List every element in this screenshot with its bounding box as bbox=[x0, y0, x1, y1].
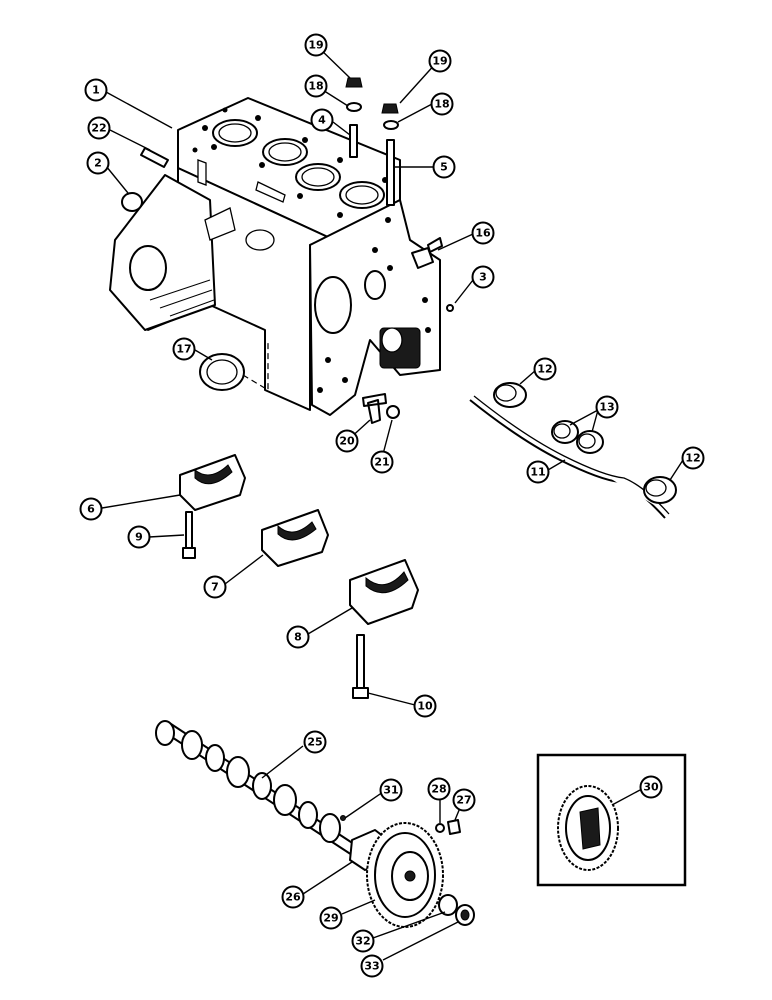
camshaft-key bbox=[340, 815, 346, 821]
callout-12-top: 12 bbox=[533, 357, 557, 381]
callout-27: 27 bbox=[452, 788, 476, 812]
svg-text:12: 12 bbox=[537, 363, 552, 376]
callout-20: 20 bbox=[335, 429, 359, 453]
svg-text:1: 1 bbox=[92, 84, 100, 97]
callout-3: 3 bbox=[471, 265, 495, 289]
long-stud-assembly bbox=[381, 103, 399, 206]
expansion-plug-large bbox=[199, 340, 269, 392]
callout-2: 2 bbox=[86, 151, 110, 175]
callout-18-right: 18 bbox=[430, 92, 454, 116]
svg-text:17: 17 bbox=[176, 343, 191, 356]
svg-text:18: 18 bbox=[434, 98, 449, 111]
svg-text:8: 8 bbox=[294, 631, 302, 644]
svg-text:16: 16 bbox=[475, 227, 491, 240]
short-stud-assembly bbox=[345, 77, 363, 158]
callout-21: 21 bbox=[370, 450, 394, 474]
callout-31: 31 bbox=[379, 778, 403, 802]
svg-text:22: 22 bbox=[91, 122, 106, 135]
svg-text:5: 5 bbox=[440, 161, 448, 174]
svg-text:13: 13 bbox=[599, 401, 614, 414]
cylinder-block bbox=[109, 97, 441, 416]
inset-panel bbox=[536, 753, 687, 887]
expansion-plug-small bbox=[121, 192, 143, 212]
gear-spacer-ring bbox=[438, 894, 458, 916]
pipe-plug bbox=[446, 304, 454, 312]
svg-text:10: 10 bbox=[417, 700, 433, 713]
svg-text:18: 18 bbox=[308, 80, 323, 93]
oil-gallery-plug bbox=[386, 405, 400, 419]
svg-text:3: 3 bbox=[479, 271, 487, 284]
svg-text:32: 32 bbox=[355, 935, 370, 948]
callout-12-bottom: 12 bbox=[681, 446, 705, 470]
dowel-pin bbox=[140, 147, 169, 168]
callout-22: 22 bbox=[87, 116, 111, 140]
callout-33: 33 bbox=[360, 954, 384, 978]
main-bearing-cap-front bbox=[179, 454, 246, 511]
svg-text:29: 29 bbox=[323, 912, 338, 925]
gear-washer bbox=[435, 823, 445, 833]
callout-6: 6 bbox=[79, 497, 103, 521]
callout-10: 10 bbox=[413, 694, 437, 718]
main-bearing-cap-rear bbox=[349, 559, 419, 625]
callout-5: 5 bbox=[432, 155, 456, 179]
gear-bolt bbox=[447, 819, 461, 835]
drain-cock bbox=[411, 237, 443, 269]
callout-8: 8 bbox=[286, 625, 310, 649]
svg-text:6: 6 bbox=[87, 503, 95, 516]
callout-19-left: 19 bbox=[304, 33, 328, 57]
main-bearing-cap-center bbox=[261, 509, 329, 567]
svg-text:11: 11 bbox=[530, 466, 545, 479]
callout-32: 32 bbox=[351, 929, 375, 953]
svg-text:7: 7 bbox=[211, 581, 219, 594]
oil-gallery-fitting bbox=[362, 393, 387, 424]
svg-text:28: 28 bbox=[431, 783, 446, 796]
svg-text:25: 25 bbox=[307, 736, 322, 749]
camshaft bbox=[155, 720, 361, 856]
callout-29: 29 bbox=[319, 906, 343, 930]
cap-bolt-short bbox=[182, 511, 196, 559]
camshaft-gear bbox=[366, 822, 444, 928]
callout-30: 30 bbox=[639, 775, 663, 799]
svg-text:19: 19 bbox=[432, 55, 447, 68]
svg-text:2: 2 bbox=[94, 157, 102, 170]
svg-text:4: 4 bbox=[318, 114, 326, 127]
svg-text:21: 21 bbox=[374, 456, 389, 469]
callout-1: 1 bbox=[84, 78, 108, 102]
alternate-camshaft-gear bbox=[557, 785, 619, 871]
callout-17: 17 bbox=[172, 337, 196, 361]
callout-28: 28 bbox=[427, 777, 451, 801]
svg-text:27: 27 bbox=[456, 794, 471, 807]
svg-text:20: 20 bbox=[339, 435, 355, 448]
svg-text:30: 30 bbox=[643, 781, 659, 794]
callout-13: 13 bbox=[595, 395, 619, 419]
callout-4: 4 bbox=[310, 108, 334, 132]
svg-text:19: 19 bbox=[308, 39, 323, 52]
callout-26: 26 bbox=[281, 885, 305, 909]
callout-18-left: 18 bbox=[304, 74, 328, 98]
callout-7: 7 bbox=[203, 575, 227, 599]
callout-25: 25 bbox=[303, 730, 327, 754]
svg-text:12: 12 bbox=[685, 452, 700, 465]
svg-text:26: 26 bbox=[285, 891, 301, 904]
svg-text:9: 9 bbox=[135, 531, 143, 544]
camshaft-bearing-set bbox=[469, 382, 677, 519]
svg-text:33: 33 bbox=[364, 960, 379, 973]
callout-19-right: 19 bbox=[428, 49, 452, 73]
callout-16: 16 bbox=[471, 221, 495, 245]
svg-text:31: 31 bbox=[383, 784, 398, 797]
callout-11: 11 bbox=[526, 460, 550, 484]
cap-bolt-long bbox=[352, 634, 369, 699]
callout-9: 9 bbox=[127, 525, 151, 549]
